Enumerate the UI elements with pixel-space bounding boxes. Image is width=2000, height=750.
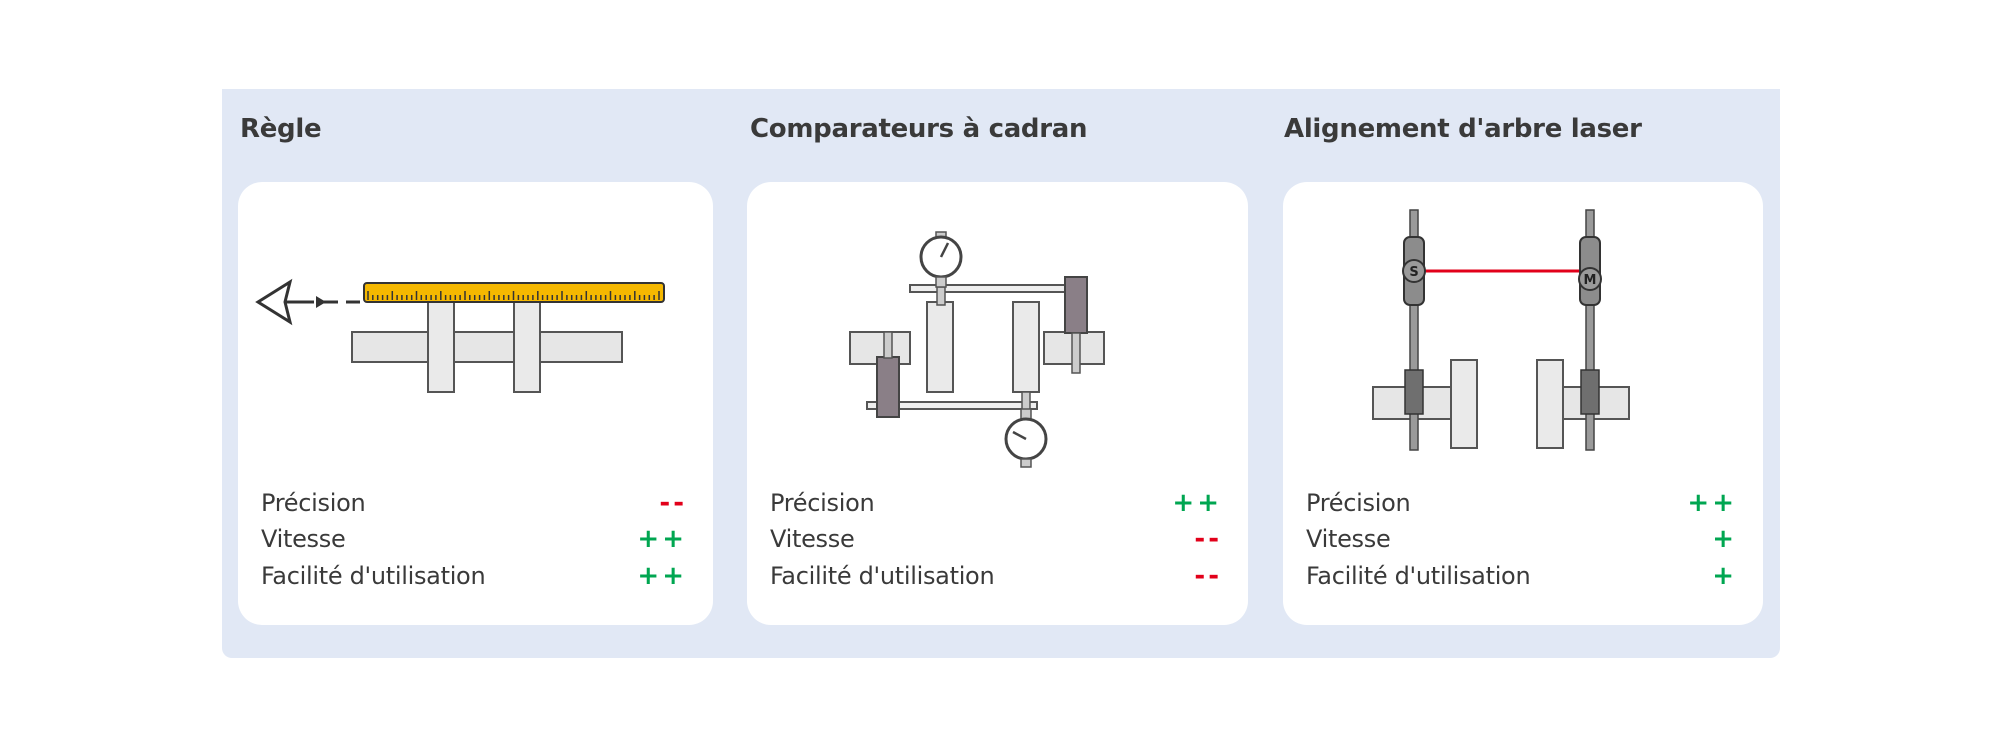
coupling-hub-right: [513, 301, 541, 393]
rating-value: ++: [1172, 488, 1222, 518]
rating-row: Précision ++: [1306, 485, 1737, 521]
sensor-s-icon: [1402, 236, 1426, 306]
rating-value: ++: [637, 524, 687, 554]
rating-value: --: [659, 488, 687, 518]
rating-label: Précision: [770, 489, 875, 517]
rating-row: Précision --: [261, 485, 687, 521]
column-title-laser-alignment: Alignement d'arbre laser: [1284, 114, 1642, 144]
rating-row: Vitesse --: [770, 521, 1222, 557]
rating-label: Facilité d'utilisation: [770, 562, 995, 590]
rating-label: Facilité d'utilisation: [261, 562, 486, 590]
rating-label: Vitesse: [1306, 525, 1391, 553]
sensor-m-icon: [1578, 236, 1602, 306]
dial-gauge-icon: [919, 231, 963, 288]
coupling-hub-left: [427, 301, 455, 393]
dial-indicator-diagram: [849, 231, 1105, 468]
rating-value: --: [1194, 524, 1222, 554]
card-laser-alignment: S M Précision ++ Vitesse + Facilité d'ut…: [1283, 182, 1763, 625]
rating-label: Facilité d'utilisation: [1306, 562, 1531, 590]
rating-value: ++: [637, 561, 687, 591]
ruler-icon: [363, 282, 665, 303]
rating-value: ++: [1687, 488, 1737, 518]
column-title-dial-indicators: Comparateurs à cadran: [750, 114, 1088, 144]
card-dial-indicators: Précision ++ Vitesse -- Facilité d'utili…: [747, 182, 1248, 625]
column-title-ruler: Règle: [240, 114, 322, 144]
eye-icon: [255, 278, 300, 326]
rating-label: Précision: [261, 489, 366, 517]
rating-label: Vitesse: [770, 525, 855, 553]
rating-label: Vitesse: [261, 525, 346, 553]
rating-value: +: [1712, 561, 1737, 591]
ruler-alignment-diagram: [255, 278, 665, 393]
rating-row: Vitesse ++: [261, 521, 687, 557]
card-ruler: Précision -- Vitesse ++ Facilité d'utili…: [238, 182, 713, 625]
sensor-m-label: M: [1584, 273, 1597, 288]
rating-value: +: [1712, 524, 1737, 554]
rating-row: Précision ++: [770, 485, 1222, 521]
laser-shaft-alignment-diagram: S M: [1372, 209, 1630, 451]
dial-gauge-icon: [1004, 408, 1048, 468]
rating-row: Facilité d'utilisation +: [1306, 558, 1737, 594]
rating-row: Facilité d'utilisation --: [770, 558, 1222, 594]
rating-value: --: [1194, 561, 1222, 591]
rating-row: Vitesse +: [1306, 521, 1737, 557]
sensor-s-label: S: [1409, 265, 1418, 280]
rating-label: Précision: [1306, 489, 1411, 517]
rating-row: Facilité d'utilisation ++: [261, 558, 687, 594]
